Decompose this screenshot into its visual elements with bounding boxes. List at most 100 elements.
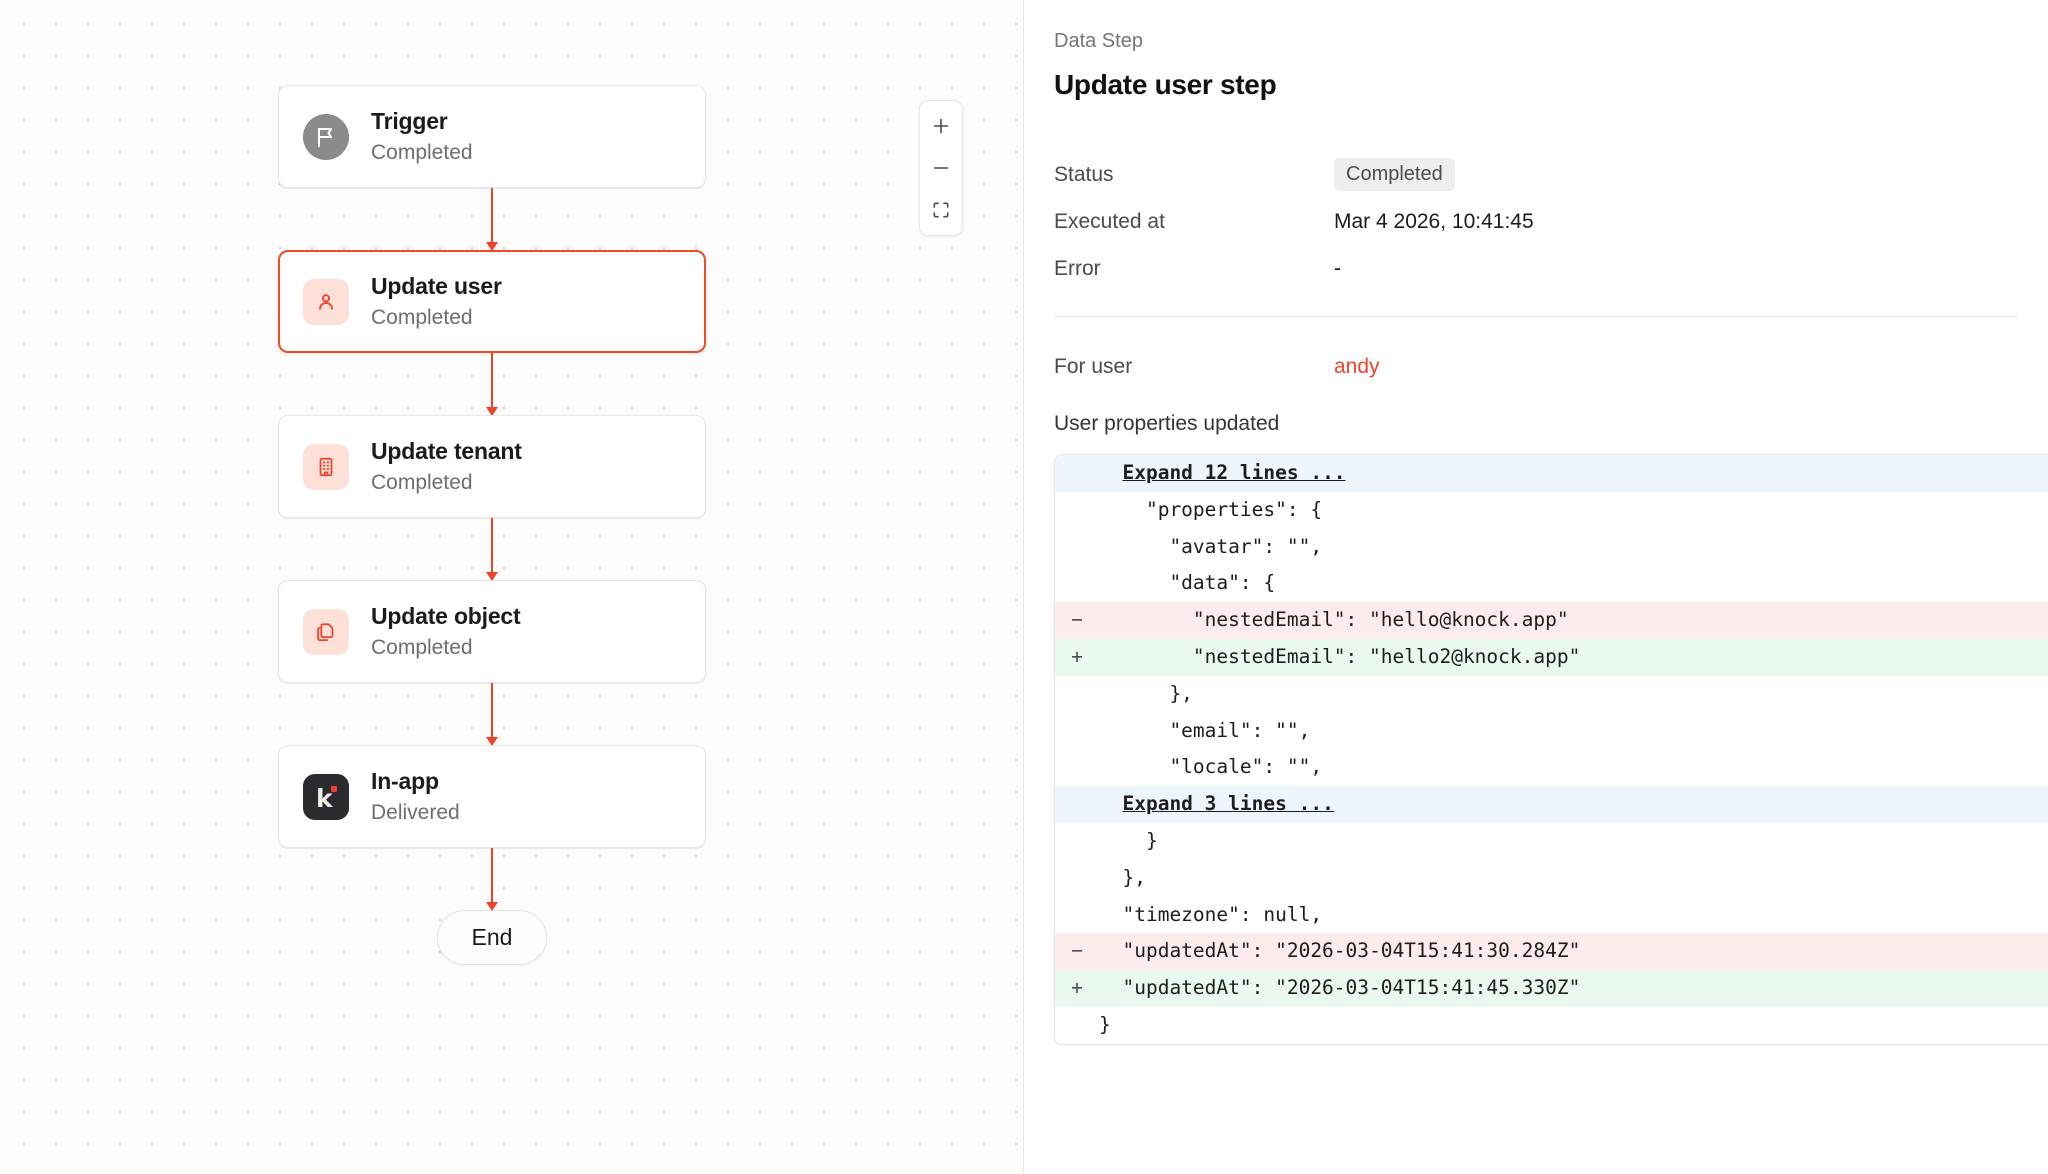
meta-label: Error xyxy=(1054,256,1101,280)
node-texts: Trigger Completed xyxy=(371,108,473,165)
page-title: Update user step xyxy=(1054,69,1277,100)
for-user-label: For user xyxy=(1054,354,1133,378)
meta-row-status: Status Completed xyxy=(1054,151,2048,198)
connector-arrow xyxy=(278,683,706,746)
svg-text:k: k xyxy=(316,784,334,813)
diff-line-ctx: } xyxy=(1055,822,2048,860)
node-texts: Update user Completed xyxy=(371,273,502,330)
zoom-in-button[interactable] xyxy=(920,105,962,147)
node-title: Trigger xyxy=(371,108,448,134)
diff-code: "data": { xyxy=(1099,571,1276,595)
diff-line-ctx: "properties": { xyxy=(1055,491,2048,529)
workflow-node-update-tenant[interactable]: Update tenant Completed xyxy=(278,415,706,518)
diff-line-add: + "updatedAt": "2026-03-04T15:41:45.330Z… xyxy=(1055,970,2048,1007)
diff-marker xyxy=(1055,786,1099,823)
diff-code: Expand 12 lines ... xyxy=(1099,455,2048,492)
end-node-wrap: End xyxy=(278,910,706,965)
diff-marker xyxy=(1055,823,1099,860)
workflow-node-update-object[interactable]: Update object Completed xyxy=(278,580,706,683)
diff-code: }, xyxy=(1099,865,1146,889)
panel-eyebrow: Data Step xyxy=(1054,30,1143,52)
diff-marker xyxy=(1055,455,1099,492)
properties-heading: User properties updated xyxy=(1054,412,1280,435)
diff-marker: − xyxy=(1071,608,1083,632)
diff-expand-row[interactable]: Expand 3 lines ... xyxy=(1055,786,2048,823)
node-status: Delivered xyxy=(371,801,460,824)
diff-marker xyxy=(1055,1007,1099,1044)
node-texts: Update object Completed xyxy=(371,603,521,660)
diff-marker xyxy=(1055,860,1099,897)
diff-code: "updatedAt": "2026-03-04T15:41:30.284Z" xyxy=(1099,939,1581,963)
diff-code: "avatar": "", xyxy=(1099,534,1323,558)
diff-code: } xyxy=(1099,1012,1111,1036)
diff-marker: − xyxy=(1071,939,1083,963)
step-detail-panel: Data Step Update user step Status Comple… xyxy=(1024,0,2048,1174)
diff-line-ctx: "avatar": "", xyxy=(1055,528,2048,566)
connector-arrow xyxy=(278,188,706,251)
diff-code: "timezone": null, xyxy=(1099,902,1323,926)
meta-label: Status xyxy=(1054,162,1114,186)
diff-line-del: − "updatedAt": "2026-03-04T15:41:30.284Z… xyxy=(1055,933,2048,971)
workflow-node-list: Trigger Completed Update user Completed xyxy=(278,85,708,965)
zoom-out-button[interactable] xyxy=(920,147,962,189)
diff-marker xyxy=(1055,713,1099,750)
zoom-controls xyxy=(919,100,963,236)
expand-lines-link[interactable]: Expand 12 lines ... xyxy=(1122,461,1346,484)
diff-line-ctx: }, xyxy=(1055,675,2048,713)
connector-arrow xyxy=(278,518,706,581)
diff-line-ctx: "timezone": null, xyxy=(1055,896,2048,934)
diff-code: "nestedEmail": "hello@knock.app" xyxy=(1099,608,1569,632)
building-icon xyxy=(303,443,349,490)
diff-line-del: − "nestedEmail": "hello@knock.app" xyxy=(1055,602,2048,639)
node-title: Update user xyxy=(371,273,502,299)
diff-code: Expand 3 lines ... xyxy=(1099,786,2048,823)
copy-icon xyxy=(303,608,349,655)
diff-line-add: + "nestedEmail": "hello2@knock.app" xyxy=(1055,638,2048,676)
diff-code: } xyxy=(1099,828,1158,852)
node-status: Completed xyxy=(371,141,473,164)
node-title: Update tenant xyxy=(371,438,522,464)
workflow-canvas[interactable]: Trigger Completed Update user Completed xyxy=(0,0,1024,1174)
diff-expand-row[interactable]: Expand 12 lines ... xyxy=(1055,455,2048,492)
diff-marker: + xyxy=(1071,644,1083,668)
node-texts: In-app Delivered xyxy=(371,768,460,825)
meta-label: Executed at xyxy=(1054,209,1165,233)
workflow-node-update-user[interactable]: Update user Completed xyxy=(278,250,706,353)
workflow-node-in-app[interactable]: k In-app Delivered xyxy=(278,745,706,848)
fit-view-icon[interactable] xyxy=(920,189,962,231)
diff-code: "email": "", xyxy=(1099,718,1311,742)
diff-marker: + xyxy=(1071,976,1083,1000)
diff-marker xyxy=(1055,565,1099,602)
diff-code: "nestedEmail": "hello2@knock.app" xyxy=(1099,644,1581,668)
meta-value: Mar 4 2026, 10:41:45 xyxy=(1334,209,1534,233)
connector-arrow xyxy=(278,848,706,911)
diff-code: "properties": { xyxy=(1099,497,1323,521)
node-status: Completed xyxy=(371,306,473,329)
diff-marker xyxy=(1055,749,1099,786)
diff-marker xyxy=(1055,492,1099,529)
node-status: Completed xyxy=(371,636,473,659)
meta-row-error: Error - xyxy=(1054,245,2048,292)
properties-diff-viewer[interactable]: Expand 12 lines ... "properties": { "ava… xyxy=(1054,454,2048,1045)
section-divider xyxy=(1054,316,2018,317)
diff-marker xyxy=(1055,529,1099,566)
status-badge: Completed xyxy=(1334,158,1455,191)
diff-line-ctx: }, xyxy=(1055,859,2048,897)
node-title: In-app xyxy=(371,768,439,794)
for-user-row: For user andy xyxy=(1054,343,2048,390)
node-texts: Update tenant Completed xyxy=(371,438,522,495)
diff-line-ctx: } xyxy=(1055,1006,2048,1044)
diff-code: "locale": "", xyxy=(1099,755,1323,779)
for-user-link[interactable]: andy xyxy=(1334,354,1380,378)
workflow-node-trigger[interactable]: Trigger Completed xyxy=(278,85,706,188)
expand-lines-link[interactable]: Expand 3 lines ... xyxy=(1122,792,1334,816)
user-icon xyxy=(303,278,349,325)
connector-arrow xyxy=(278,353,706,416)
diff-marker xyxy=(1055,676,1099,713)
diff-line-ctx: "locale": "", xyxy=(1055,749,2048,787)
end-node[interactable]: End xyxy=(436,910,548,965)
diff-marker xyxy=(1055,897,1099,934)
knock-logo-icon: k xyxy=(303,773,349,820)
node-status: Completed xyxy=(371,471,473,494)
